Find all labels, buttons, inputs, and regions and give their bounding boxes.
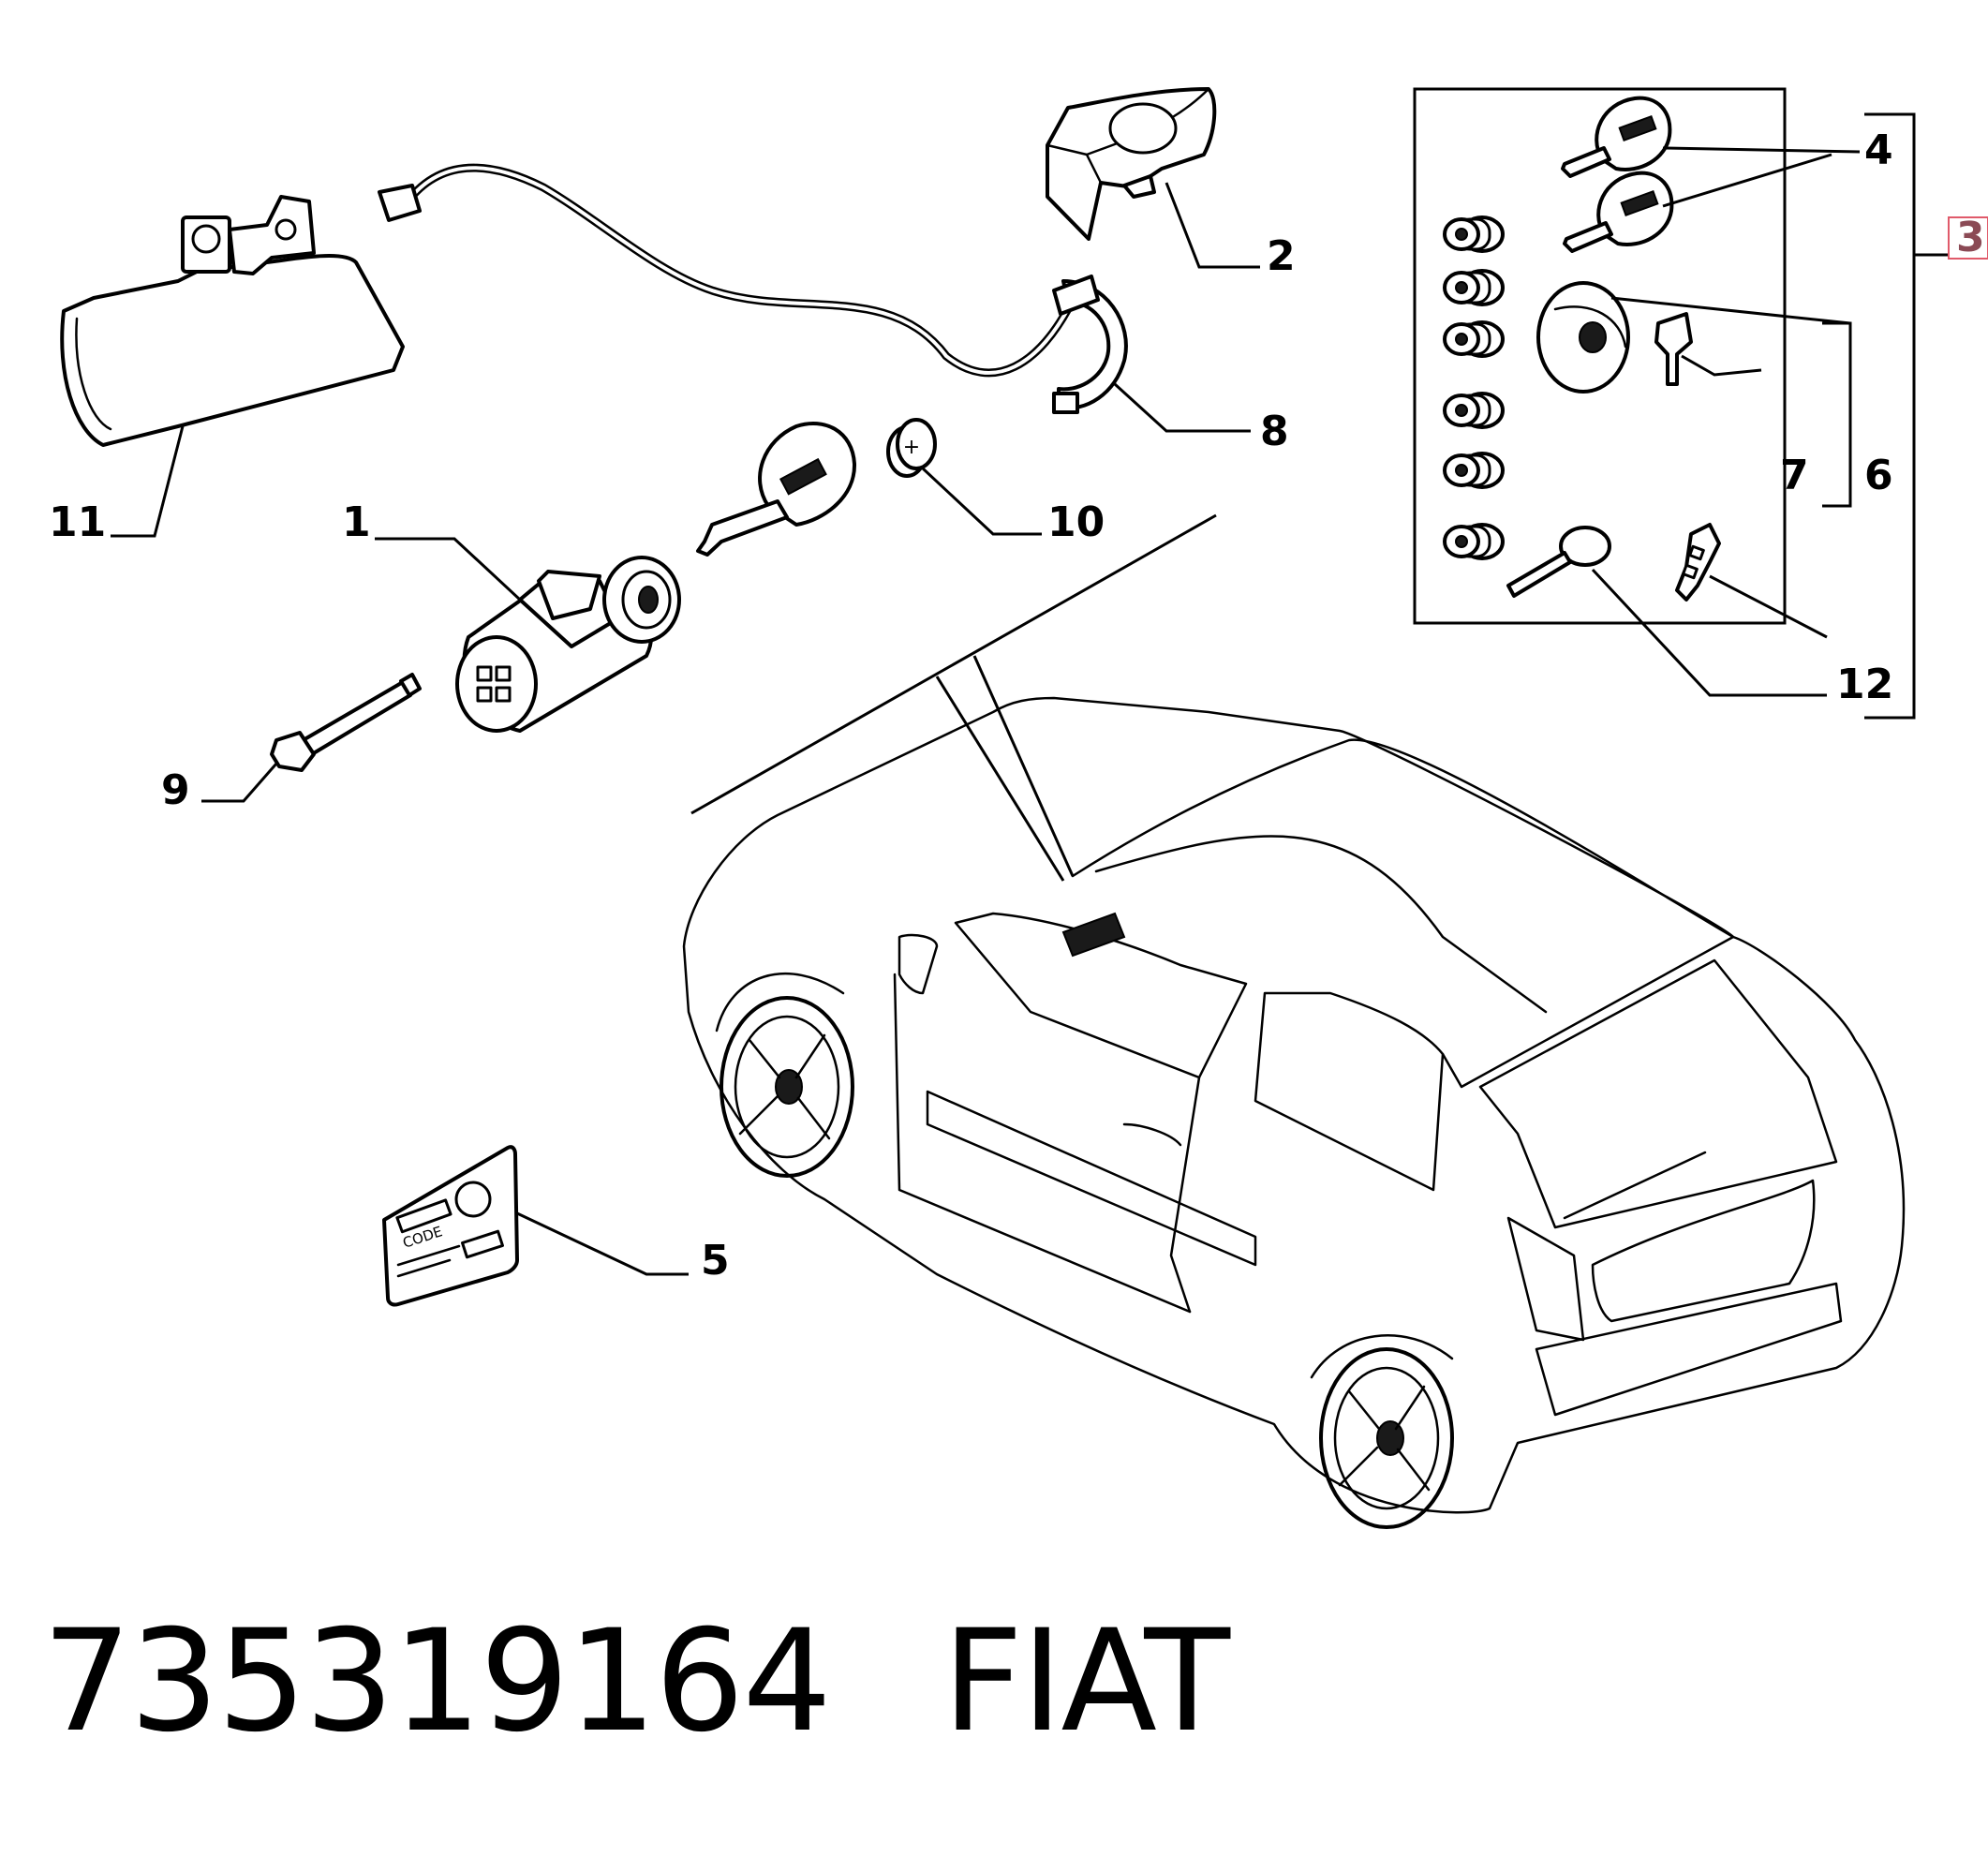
callout-11: 11 bbox=[49, 498, 106, 546]
release-cable[interactable] bbox=[378, 163, 1077, 378]
callout-3-highlight bbox=[1948, 216, 1988, 260]
callout-3: 3 bbox=[1956, 214, 1985, 261]
callout-6: 6 bbox=[1864, 452, 1893, 499]
part-6-fuel-cap[interactable] bbox=[1536, 281, 1630, 394]
leader-9 bbox=[201, 763, 278, 803]
callout-5: 5 bbox=[701, 1237, 730, 1285]
battery-plus-mark: + bbox=[903, 436, 920, 459]
part-7-small-key[interactable] bbox=[1654, 312, 1693, 386]
part-11-panel[interactable] bbox=[60, 195, 405, 447]
leader-11 bbox=[111, 425, 185, 538]
blade-key[interactable] bbox=[1506, 526, 1611, 598]
callout-8: 8 bbox=[1260, 408, 1289, 455]
callout-10: 10 bbox=[1047, 498, 1105, 546]
callout-12: 12 bbox=[1836, 661, 1893, 708]
part-4-keys[interactable] bbox=[1561, 96, 1674, 253]
bracket-3 bbox=[1864, 112, 1916, 720]
part-9-screw[interactable] bbox=[270, 673, 422, 772]
leader-6 bbox=[1610, 296, 1851, 325]
callout-9: 9 bbox=[161, 766, 190, 814]
leader-2 bbox=[1165, 182, 1260, 269]
lock-cylinders bbox=[1443, 215, 1505, 560]
leader-4a bbox=[1662, 146, 1861, 154]
leader-10 bbox=[921, 467, 1042, 536]
leader-4b bbox=[1662, 153, 1832, 208]
car-illustration bbox=[682, 513, 1906, 1529]
callout-2: 2 bbox=[1267, 232, 1296, 280]
kit-box-3[interactable] bbox=[1413, 87, 1787, 625]
callout-7: 7 bbox=[1780, 452, 1809, 499]
leader-5 bbox=[516, 1211, 689, 1276]
part-10-battery[interactable]: + bbox=[886, 418, 937, 478]
part-1-ignition-lock[interactable] bbox=[455, 556, 681, 733]
ignition-key[interactable] bbox=[696, 421, 857, 557]
part-caption: 735319164 FIAT bbox=[42, 1600, 1230, 1763]
brand-name: FIAT bbox=[942, 1600, 1230, 1763]
leader-1 bbox=[375, 537, 522, 602]
leader-12 bbox=[1591, 568, 1827, 697]
part-5-code-card[interactable]: CODE bbox=[382, 1145, 519, 1307]
part-2-cover[interactable] bbox=[1046, 87, 1217, 241]
callout-1: 1 bbox=[342, 498, 371, 546]
bracket-6 bbox=[1822, 321, 1852, 508]
part-8-clip[interactable] bbox=[1052, 275, 1128, 414]
part-12-tag[interactable] bbox=[1675, 523, 1721, 602]
leader-12b bbox=[1709, 574, 1828, 639]
leader-7 bbox=[1681, 354, 1762, 377]
callout-4: 4 bbox=[1864, 126, 1893, 174]
leader-8 bbox=[1113, 382, 1251, 433]
part-number: 735319164 bbox=[42, 1600, 832, 1763]
